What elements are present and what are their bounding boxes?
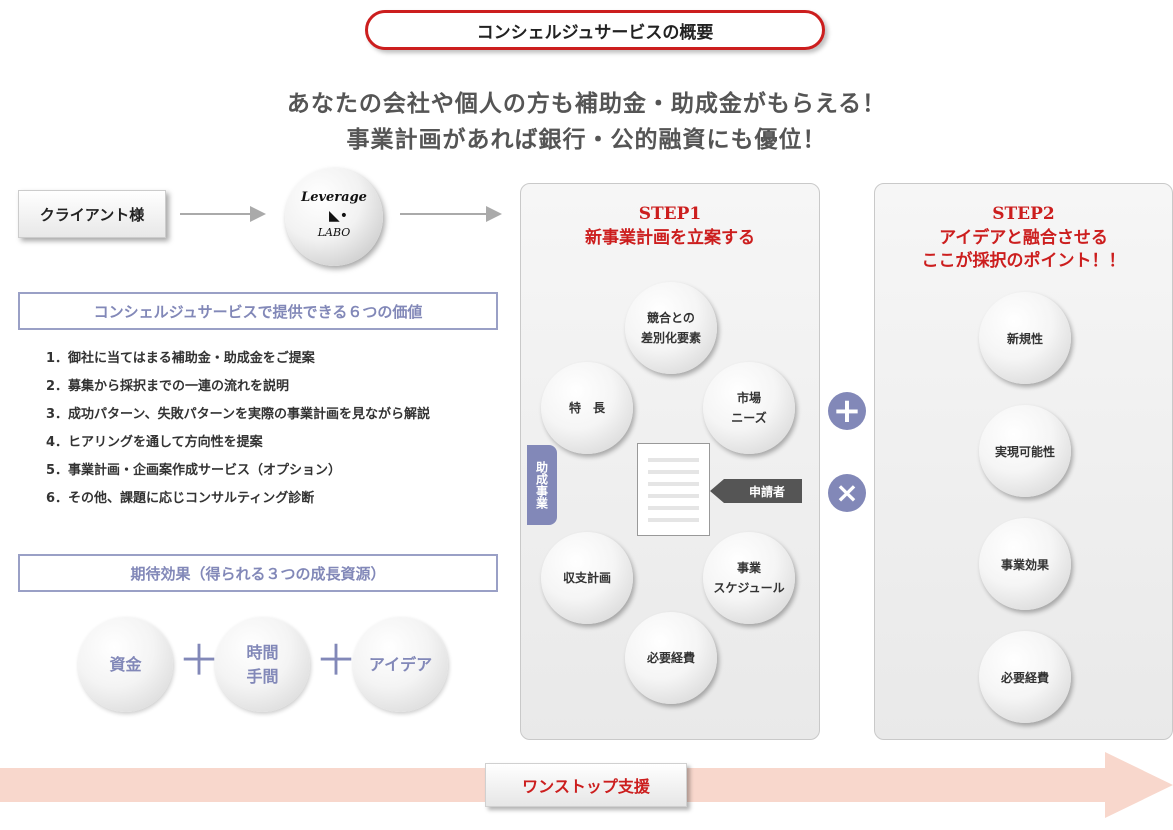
one-stop-support-label: ワンストップ支援 [485, 763, 687, 807]
step2-item-effect: 事業効果 [979, 518, 1071, 610]
values-heading: コンシェルジュサービスで提供できる６つの価値 [18, 292, 498, 330]
value-item-1: 1．御社に当てはまる補助金・助成金をご提案 [46, 351, 315, 366]
value-item-4: 4．ヒアリングを通して方向性を提案 [46, 435, 263, 450]
step1-title: STEP1 [638, 204, 702, 224]
resource-funds: 資金 [78, 617, 173, 712]
plan-document-icon [637, 443, 710, 536]
resource-idea: アイデア [353, 617, 448, 712]
subsidy-business-tab: 助成事業 [527, 445, 557, 525]
plus-icon: ＋ [315, 636, 358, 685]
step2-subtitle-2: ここが採択のポイント！！ [921, 251, 1126, 271]
step1-node-budget: 収支計画 [541, 532, 633, 624]
step2-item-expenses: 必要経費 [979, 631, 1071, 723]
step2-title: STEP2 [992, 204, 1055, 224]
value-item-3: 3．成功パターン、失敗パターンを実際の事業計画を見ながら解説 [46, 407, 430, 422]
logo-mark-icon: ◣• [329, 208, 349, 224]
headline-line-1: あなたの会社や個人の方も補助金・助成金がもらえる！ [286, 90, 887, 117]
value-item-2: 2．募集から採択までの一連の流れを説明 [46, 379, 290, 394]
applicant-arrow-icon [710, 479, 724, 503]
headline-line-2: 事業計画があれば銀行・公的融資にも優位！ [346, 126, 827, 153]
step1-subtitle: 新事業計画を立案する [585, 228, 755, 248]
client-box: クライアント様 [18, 190, 166, 238]
page-title: コンシェルジュサービスの概要 [365, 10, 825, 50]
step1-node-expenses: 必要経費 [625, 612, 717, 704]
value-item-6: 6．その他、課題に応じコンサルティング診断 [46, 491, 315, 506]
effects-heading: 期待効果（得られる３つの成長資源） [18, 554, 498, 592]
logo-top-text: Leverage [301, 190, 367, 205]
step1-node-market: 市場 ニーズ [703, 362, 795, 454]
plus-icon: ＋ [178, 636, 221, 685]
step1-node-schedule: 事業 スケジュール [703, 532, 795, 624]
values-list: 1．御社に当てはまる補助金・助成金をご提案 2．募集から採択までの一連の流れを説… [46, 345, 430, 513]
plus-circle-icon: + [828, 392, 866, 430]
value-item-5: 5．事業計画・企画案作成サービス（オプション） [46, 463, 342, 478]
logo-bottom-text: LABO [317, 226, 351, 239]
step2-item-feasibility: 実現可能性 [979, 405, 1071, 497]
applicant-tag: 申請者 [724, 479, 802, 503]
step2-subtitle-1: アイデアと融合させる [939, 228, 1108, 248]
step1-node-competition: 競合との 差別化要素 [625, 282, 717, 374]
resource-time: 時間 手間 [215, 617, 310, 712]
step1-node-features: 特 長 [541, 362, 633, 454]
leverage-labo-logo: Leverage ◣• LABO [285, 168, 383, 266]
times-circle-icon: × [828, 474, 866, 512]
step2-item-novelty: 新規性 [979, 292, 1071, 384]
